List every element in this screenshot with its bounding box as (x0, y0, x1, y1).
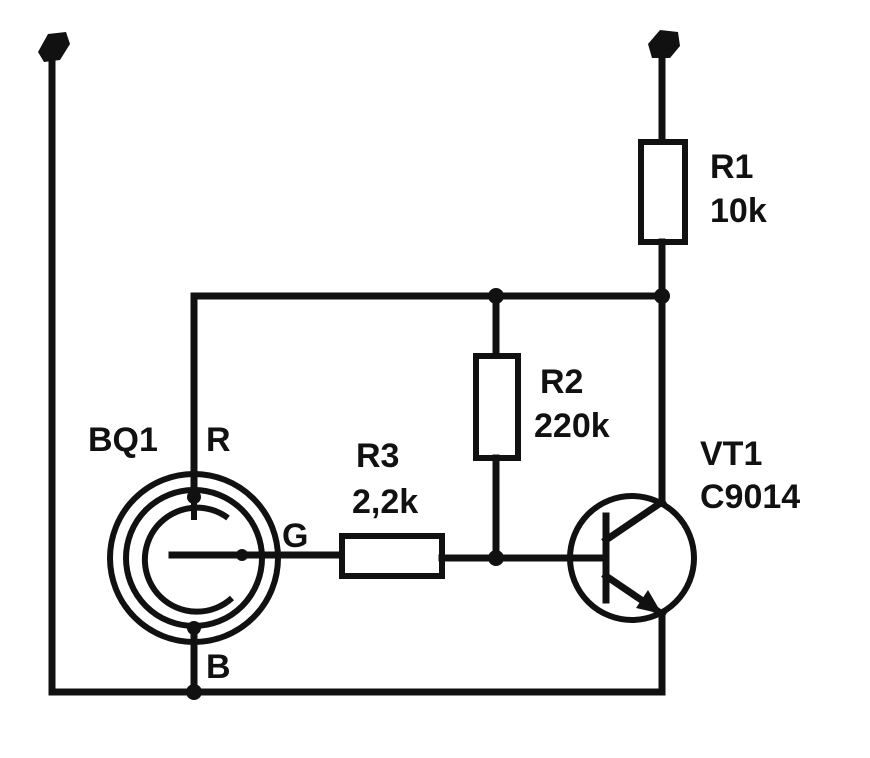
vt1-part-number: C9014 (700, 478, 800, 516)
r1-designator: R1 (710, 148, 753, 186)
bq1-pin-b: B (206, 648, 231, 686)
vt1-transistor (567, 493, 697, 623)
junction-bq1-b (187, 621, 201, 635)
bq1-pin-g: G (282, 517, 308, 555)
r3-designator: R3 (356, 437, 399, 475)
junction-top-r2 (488, 288, 504, 304)
r2-resistor (473, 353, 521, 461)
vt1-designator: VT1 (700, 435, 762, 473)
junction-bottom (186, 684, 202, 700)
r3-resistor (339, 533, 445, 579)
junction-top-r1 (654, 288, 670, 304)
r2-designator: R2 (540, 363, 583, 401)
r3-value: 2,2k (352, 483, 418, 521)
r1-resistor (638, 139, 688, 245)
right-terminal (648, 30, 680, 146)
junction-base (488, 550, 504, 566)
left-terminal (38, 32, 70, 696)
bq1-designator: BQ1 (88, 421, 158, 459)
r2-value: 220k (534, 407, 610, 445)
bq1-pin-r: R (206, 421, 231, 459)
r1-value: 10k (710, 192, 767, 230)
